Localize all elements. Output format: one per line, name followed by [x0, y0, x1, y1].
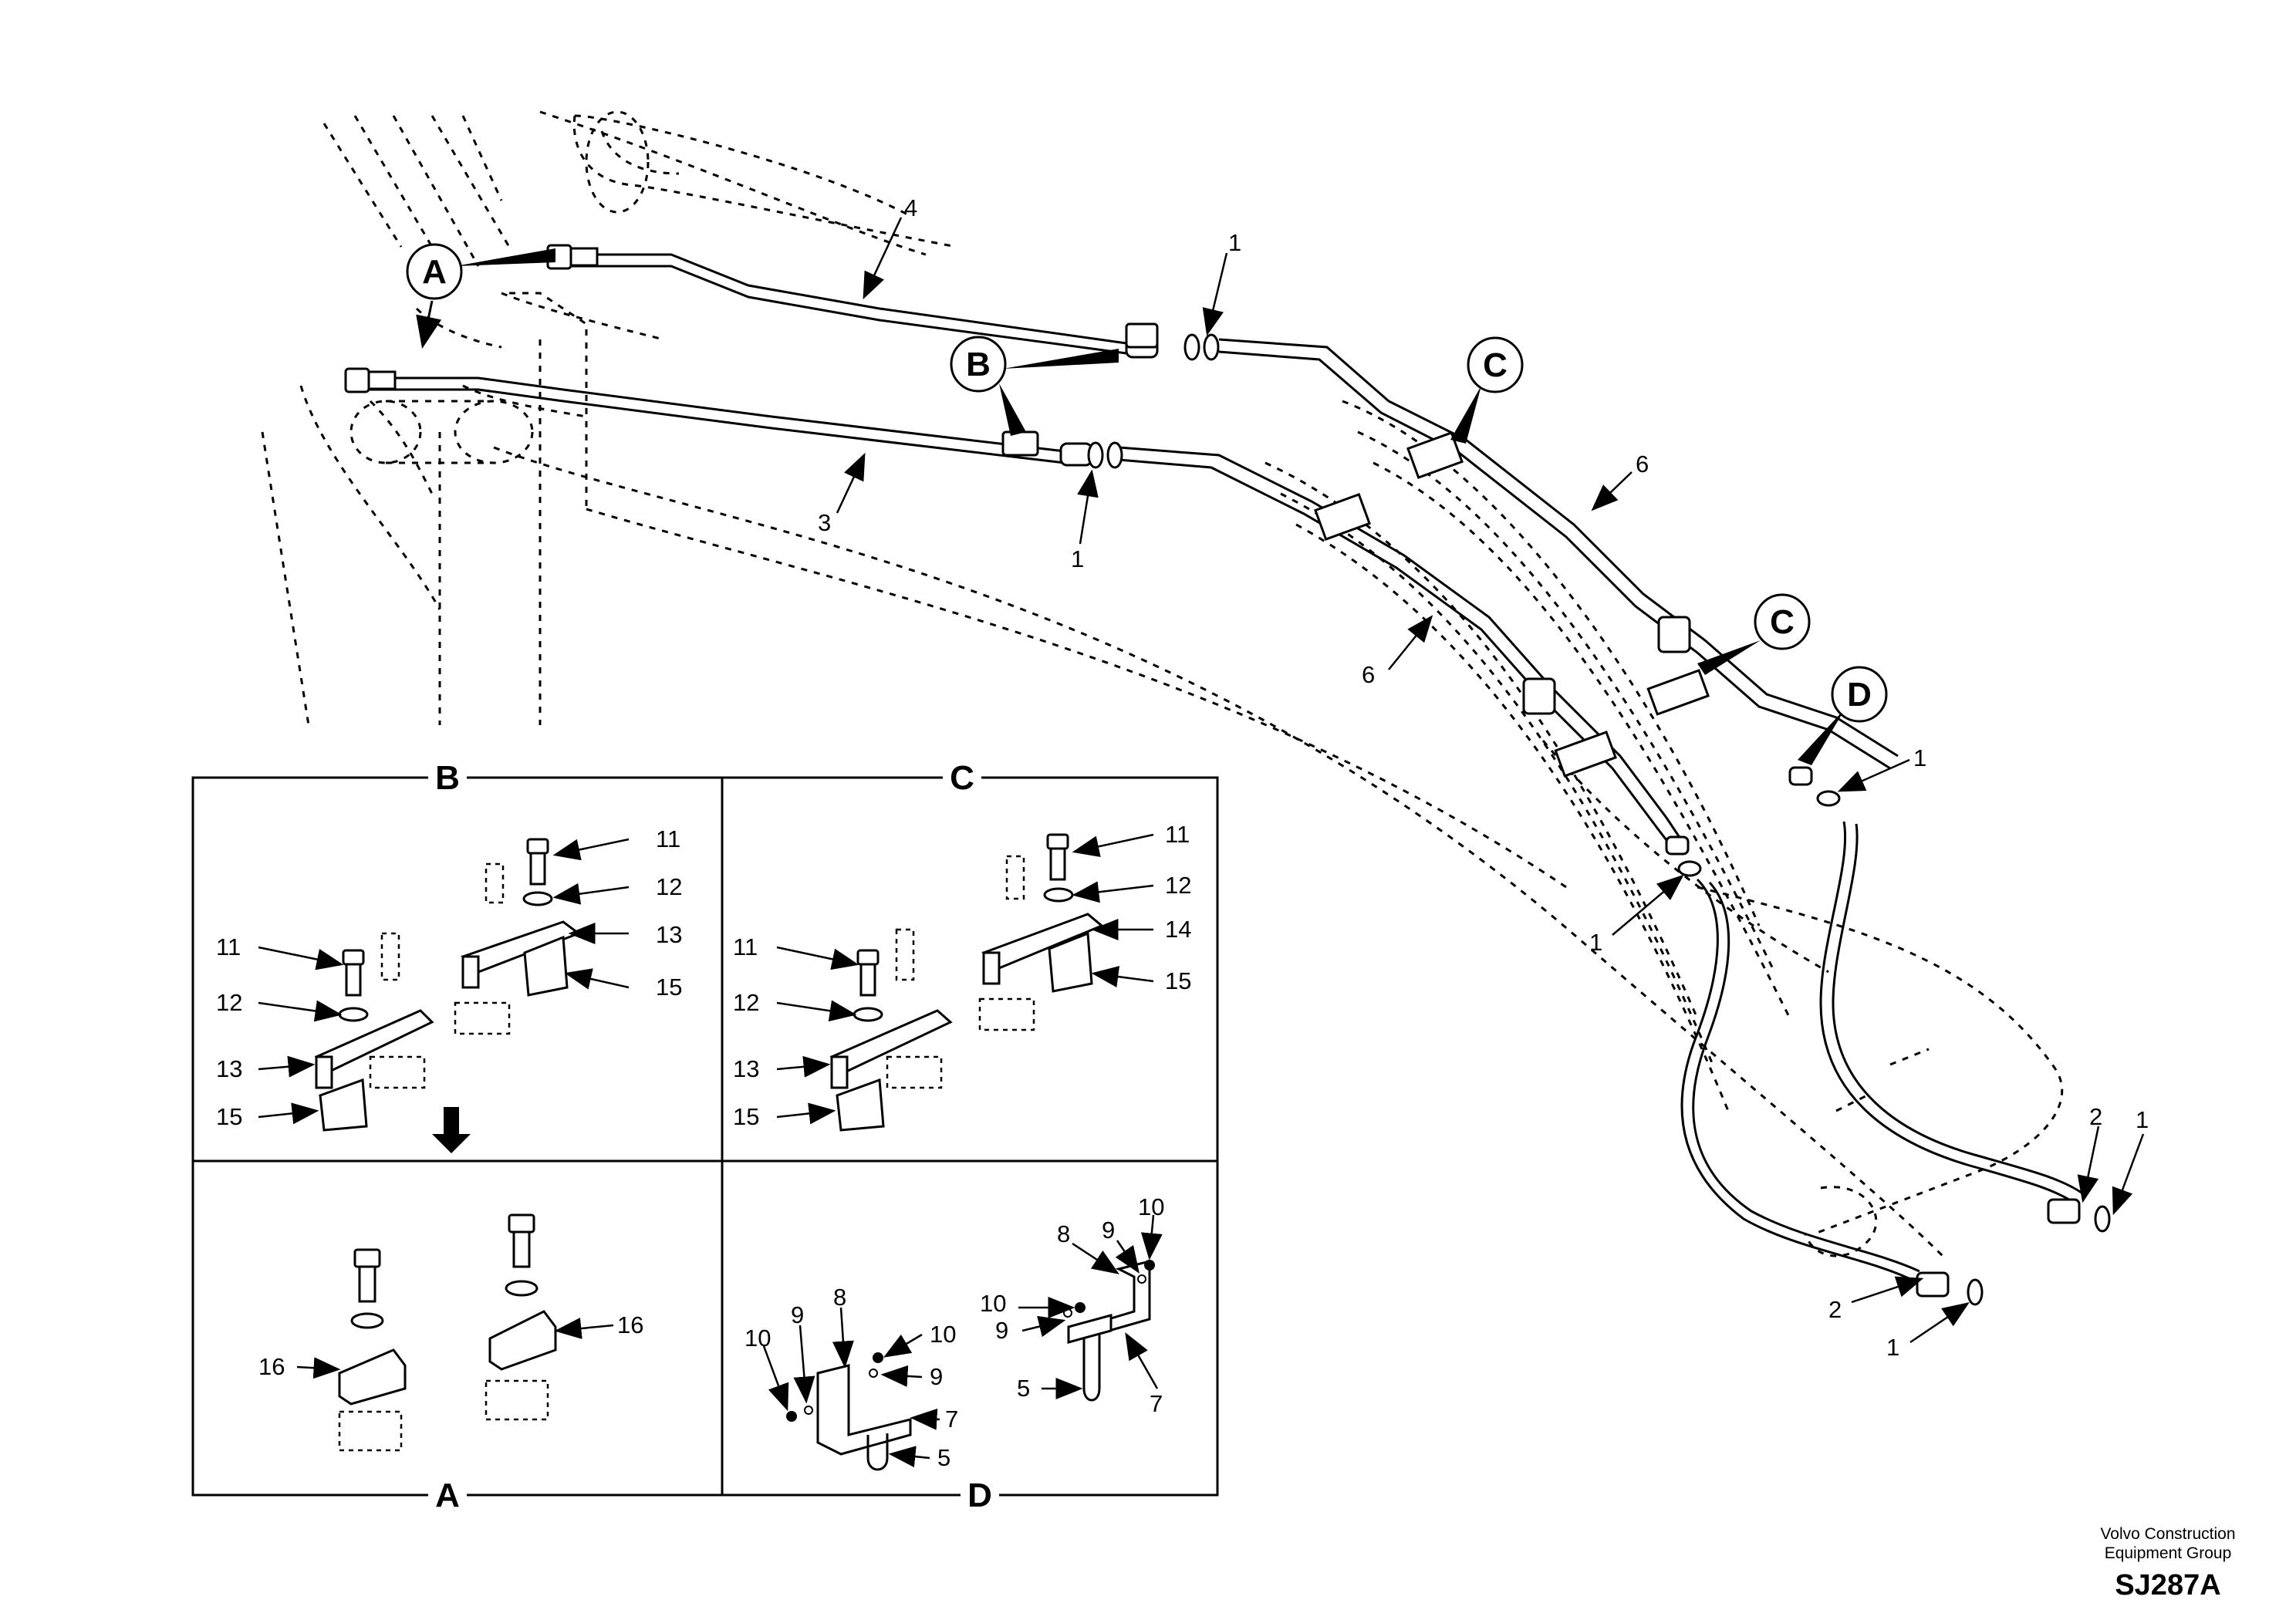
d-label-10c: 10 — [1138, 1193, 1164, 1220]
d-label-8a: 8 — [833, 1284, 846, 1311]
d-label-8b: 8 — [1057, 1220, 1070, 1247]
detail-c-title: C — [950, 759, 974, 797]
boom-outline — [261, 110, 2063, 1259]
c-label-15a: 15 — [1165, 967, 1191, 994]
b-label-15b: 15 — [216, 1103, 242, 1130]
detail-a-parts — [338, 1213, 557, 1452]
detail-a-title: A — [435, 1477, 460, 1514]
callout-b-main — [950, 336, 1119, 436]
detail-d-leaders — [762, 1214, 1163, 1468]
d-label-7a: 7 — [945, 1406, 958, 1433]
label-1-bottom: 1 — [1886, 1334, 1899, 1361]
d-label-5a: 5 — [937, 1444, 950, 1471]
label-1-mid: 1 — [1071, 545, 1084, 572]
d-label-9d: 9 — [995, 1317, 1008, 1344]
pipe-3 — [363, 376, 1065, 464]
label-1-right: 1 — [2136, 1106, 2149, 1133]
c-label-11b: 11 — [733, 933, 758, 960]
detail-a-leaders — [296, 1318, 614, 1379]
label-2-right: 2 — [2089, 1103, 2102, 1130]
c-label-14: 14 — [1165, 916, 1191, 943]
hose-lower — [1680, 878, 1920, 1282]
clamps — [1001, 322, 1710, 778]
detail-d-parts — [786, 1260, 1155, 1471]
fittings — [344, 244, 2111, 1306]
b-label-15a: 15 — [656, 974, 682, 1001]
label-1-hose: 1 — [1589, 929, 1602, 956]
callout-b-text: B — [966, 346, 991, 383]
c-label-15b: 15 — [733, 1103, 759, 1130]
d-label-7b: 7 — [1150, 1390, 1163, 1417]
c-label-12a: 12 — [1165, 872, 1191, 899]
callout-c-lower — [1697, 593, 1811, 675]
label-6-lower: 6 — [1362, 661, 1375, 688]
b-label-12b: 12 — [216, 989, 242, 1016]
d-label-9a: 9 — [791, 1301, 804, 1328]
callout-c-text-lower: C — [1770, 603, 1795, 641]
callout-c-text-upper: C — [1483, 346, 1508, 384]
d-label-10d: 10 — [980, 1290, 1006, 1317]
detail-b-parts — [314, 838, 582, 1153]
pipe-6-lower — [1118, 446, 1683, 851]
callout-a-text: A — [422, 253, 447, 291]
d-label-5b: 5 — [1017, 1375, 1030, 1402]
company-line1: Volvo Construction — [2100, 1525, 2235, 1543]
c-label-12b: 12 — [733, 989, 759, 1016]
b-label-12a: 12 — [656, 873, 682, 900]
d-label-10b: 10 — [930, 1321, 956, 1348]
label-1-top: 1 — [1228, 229, 1241, 256]
label-2-bottom: 2 — [1828, 1296, 1842, 1323]
label-1-d: 1 — [1913, 744, 1926, 771]
a-label-16b: 16 — [617, 1311, 643, 1338]
hose-right — [1819, 821, 2082, 1205]
pipe-4 — [563, 253, 1127, 355]
b-label-11b: 11 — [216, 933, 241, 960]
d-label-9c: 9 — [1102, 1217, 1115, 1244]
c-label-13: 13 — [733, 1055, 759, 1082]
cylinder-outline — [349, 110, 650, 464]
b-label-11a: 11 — [656, 825, 680, 852]
detail-b-leaders — [258, 838, 630, 1125]
main-leaders — [836, 217, 2145, 1344]
d-label-9b: 9 — [930, 1363, 943, 1390]
detail-b-title: B — [435, 759, 460, 797]
detail-c-parts — [829, 833, 1104, 1132]
detail-d-title: D — [967, 1477, 992, 1514]
c-label-11a: 11 — [1165, 821, 1190, 848]
label-3: 3 — [818, 509, 831, 536]
b-label-13a: 13 — [656, 921, 682, 948]
b-label-13b: 13 — [216, 1055, 242, 1082]
d-label-10a: 10 — [745, 1325, 771, 1352]
detail-c-leaders — [776, 833, 1154, 1125]
label-6-upper: 6 — [1636, 451, 1649, 478]
label-4: 4 — [904, 194, 917, 221]
callout-a-main — [406, 243, 555, 349]
callout-c-upper — [1450, 336, 1524, 444]
company-line2: Equipment Group — [2105, 1544, 2232, 1562]
drawing-code: SJ287A — [2115, 1569, 2220, 1601]
callout-d-main — [1798, 666, 1888, 765]
a-label-16a: 16 — [258, 1353, 285, 1380]
pipe-6-upper — [1218, 338, 1899, 770]
callout-d-text: D — [1847, 676, 1872, 714]
detail-frame — [191, 760, 1219, 1513]
